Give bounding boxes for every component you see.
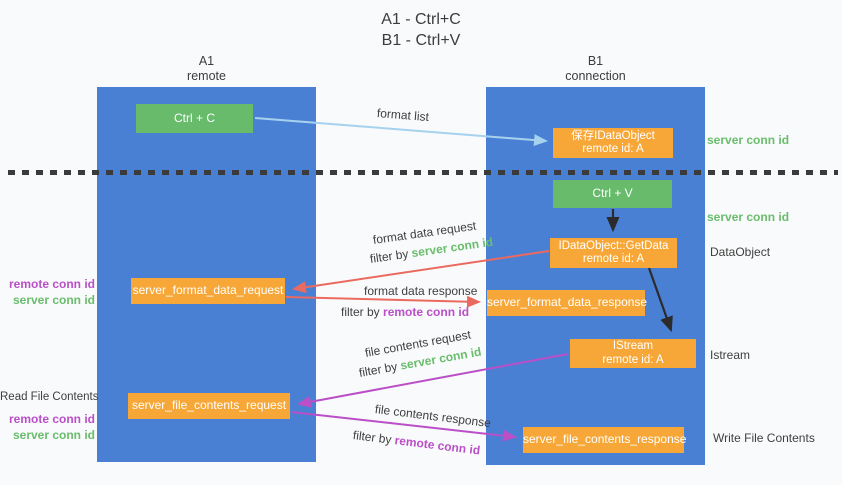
node-server-format-data-request: server_format_data_request: [131, 278, 285, 304]
label-filter-by-remote-conn-id-1: filter by remote conn id: [341, 305, 469, 319]
lane-a1-header: A1 remote: [97, 54, 316, 84]
node-save-dataobject-line2: remote id: A: [582, 143, 644, 155]
lane-a1-subtitle: remote: [187, 69, 226, 83]
label-dataobject: DataObject: [710, 245, 771, 259]
node-idataobject-getdata: IDataObject::GetData remote id: A: [550, 238, 677, 268]
label-read-file-contents: Read File Contents: [0, 391, 99, 403]
node-server-file-contents-request: server_file_contents_request: [128, 393, 290, 419]
node-getdata-line2: remote id: A: [582, 253, 645, 265]
node-getdata-line1: IDataObject::GetData: [558, 239, 669, 252]
node-istream-line2: remote id: A: [602, 353, 664, 366]
node-format-response-label: server_format_data_response: [487, 295, 648, 310]
node-ctrl-v-label: Ctrl + V: [592, 186, 633, 201]
label-format-data-response: format data response: [364, 284, 478, 298]
label-format-list: format list: [376, 106, 430, 125]
node-save-dataobject-line1: 保存IDataObject: [571, 129, 655, 142]
dotted-divider: [8, 170, 838, 175]
label-istream: Istream: [710, 348, 751, 362]
title-line-2: B1 - Ctrl+V: [381, 32, 461, 49]
lane-b1-name: B1: [587, 54, 604, 68]
node-format-request-label: server_format_data_request: [132, 283, 284, 298]
label-server-conn-id-top-right: server conn id: [707, 133, 790, 147]
filter-by-text: filter by: [369, 246, 410, 266]
label-server-conn-id-mid-right: server conn id: [707, 210, 790, 224]
page-title: A1 - Ctrl+C B1 - Ctrl+V: [0, 9, 842, 51]
node-ctrl-c: Ctrl + C: [136, 104, 253, 133]
lane-b1-header: B1 connection: [486, 54, 705, 84]
filter-by-text: filter by: [341, 305, 380, 319]
label-server-conn-id-left-1: server conn id: [12, 293, 95, 307]
lane-b1-subtitle: connection: [565, 69, 626, 83]
filter-by-text: filter by: [357, 359, 399, 380]
node-file-request-label: server_file_contents_request: [131, 398, 287, 413]
node-ctrl-c-label: Ctrl + C: [173, 110, 215, 125]
left-conn-id-block-2: remote conn id server conn id: [0, 411, 95, 443]
lane-a1-name: A1: [198, 54, 215, 68]
node-file-response-label: server_file_contents_response: [523, 432, 687, 447]
node-server-format-data-response: server_format_data_response: [487, 290, 648, 316]
label-file-contents-response: file contents response: [374, 402, 492, 431]
label-filter-by-remote-conn-id-2: filter by remote conn id: [352, 428, 481, 458]
filter-by-text: filter by: [352, 428, 393, 447]
label-server-conn-id-left-2: server conn id: [12, 428, 95, 442]
node-ctrl-v: Ctrl + V: [553, 180, 672, 208]
title-line-1: A1 - Ctrl+C: [381, 11, 461, 28]
node-istream-line1: IStream: [612, 340, 654, 352]
label-remote-conn-id-left-2: remote conn id: [8, 412, 95, 426]
remote-conn-id-text: remote conn id: [383, 305, 470, 319]
node-server-file-contents-response: server_file_contents_response: [523, 427, 687, 453]
left-conn-id-block-1: remote conn id server conn id: [0, 276, 95, 308]
label-remote-conn-id-left-1: remote conn id: [8, 277, 95, 291]
node-save-dataobject: 保存IDataObject remote id: A: [553, 128, 673, 158]
label-write-file-contents: Write File Contents: [713, 431, 815, 445]
node-istream: IStream remote id: A: [570, 339, 696, 368]
remote-conn-id-text: remote conn id: [393, 433, 481, 458]
